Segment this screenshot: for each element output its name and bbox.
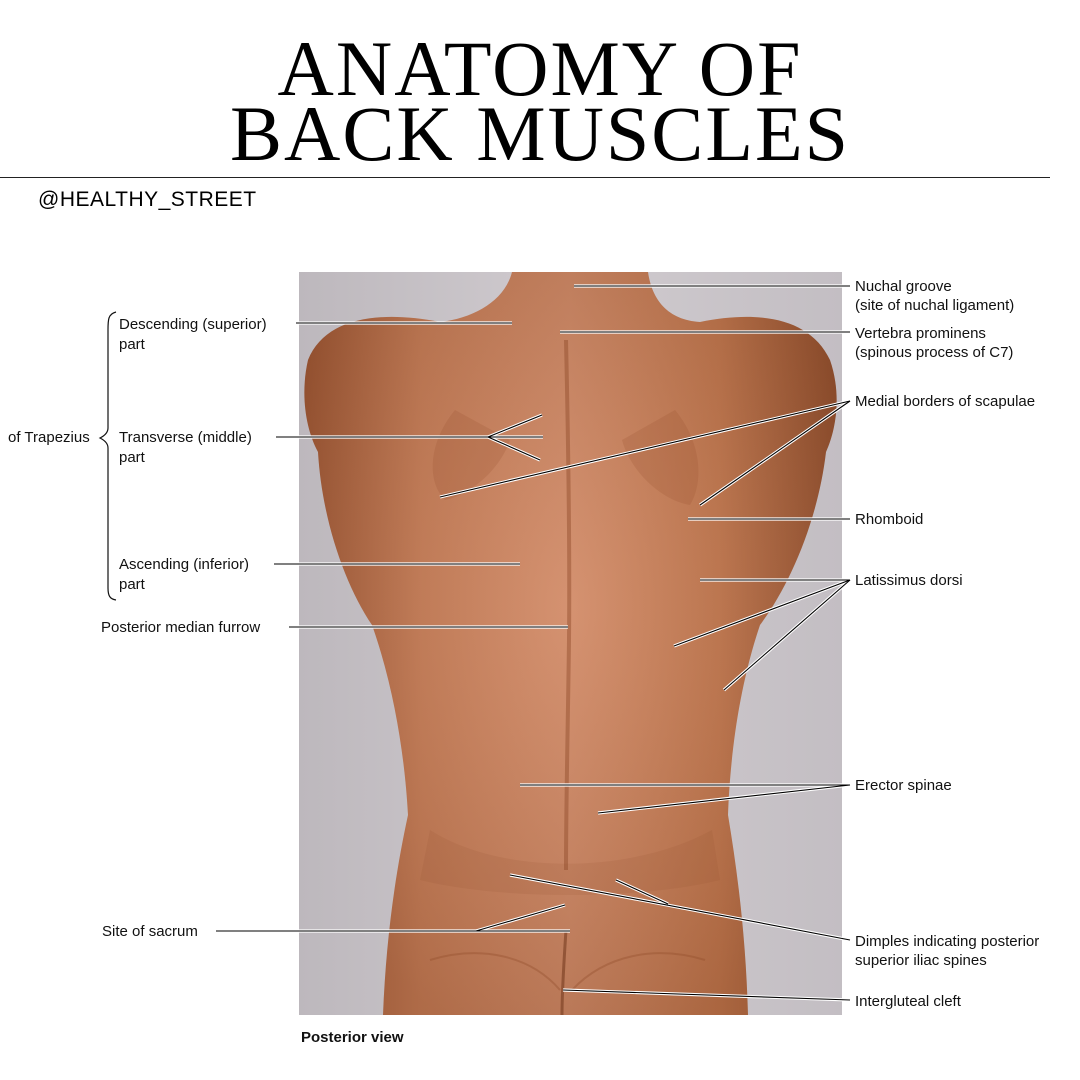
label-of-trapezius: of Trapezius xyxy=(8,429,90,446)
label-medial-borders: Medial borders of scapulae xyxy=(855,393,1035,410)
label-nuchal-groove: Nuchal groove xyxy=(855,278,952,295)
caption-posterior-view: Posterior view xyxy=(301,1029,404,1046)
label-nuchal-groove-sub: (site of nuchal ligament) xyxy=(855,297,1014,314)
title-line-1: ANATOMY OF xyxy=(277,25,803,112)
label-latissimus-dorsi: Latissimus dorsi xyxy=(855,572,963,589)
label-erector-spinae: Erector spinae xyxy=(855,777,952,794)
account-handle: @HEALTHY_STREET xyxy=(38,188,257,211)
label-ascending-part-sub: part xyxy=(119,576,146,593)
label-rhomboid: Rhomboid xyxy=(855,511,923,528)
label-intergluteal-cleft: Intergluteal cleft xyxy=(855,993,962,1010)
label-vertebra-prominens: Vertebra prominens xyxy=(855,325,986,342)
label-posterior-median-furrow: Posterior median furrow xyxy=(101,619,260,636)
label-site-of-sacrum: Site of sacrum xyxy=(102,923,198,940)
trapezius-brace xyxy=(98,311,117,601)
leader-lines xyxy=(216,284,852,1002)
label-descending-part-sub: part xyxy=(119,336,146,353)
label-vertebra-prominens-sub: (spinous process of C7) xyxy=(855,344,1013,361)
header-divider xyxy=(0,177,1050,178)
label-dimples: Dimples indicating posterior xyxy=(855,933,1039,950)
label-descending-part: Descending (superior) xyxy=(119,316,267,333)
label-transverse-part-sub: part xyxy=(119,449,146,466)
title-line-2: BACK MUSCLES xyxy=(230,90,850,177)
label-ascending-part: Ascending (inferior) xyxy=(119,556,249,573)
label-transverse-part: Transverse (middle) xyxy=(119,429,252,446)
label-dimples-sub: superior iliac spines xyxy=(855,952,987,969)
back-body-silhouette xyxy=(304,272,837,1016)
